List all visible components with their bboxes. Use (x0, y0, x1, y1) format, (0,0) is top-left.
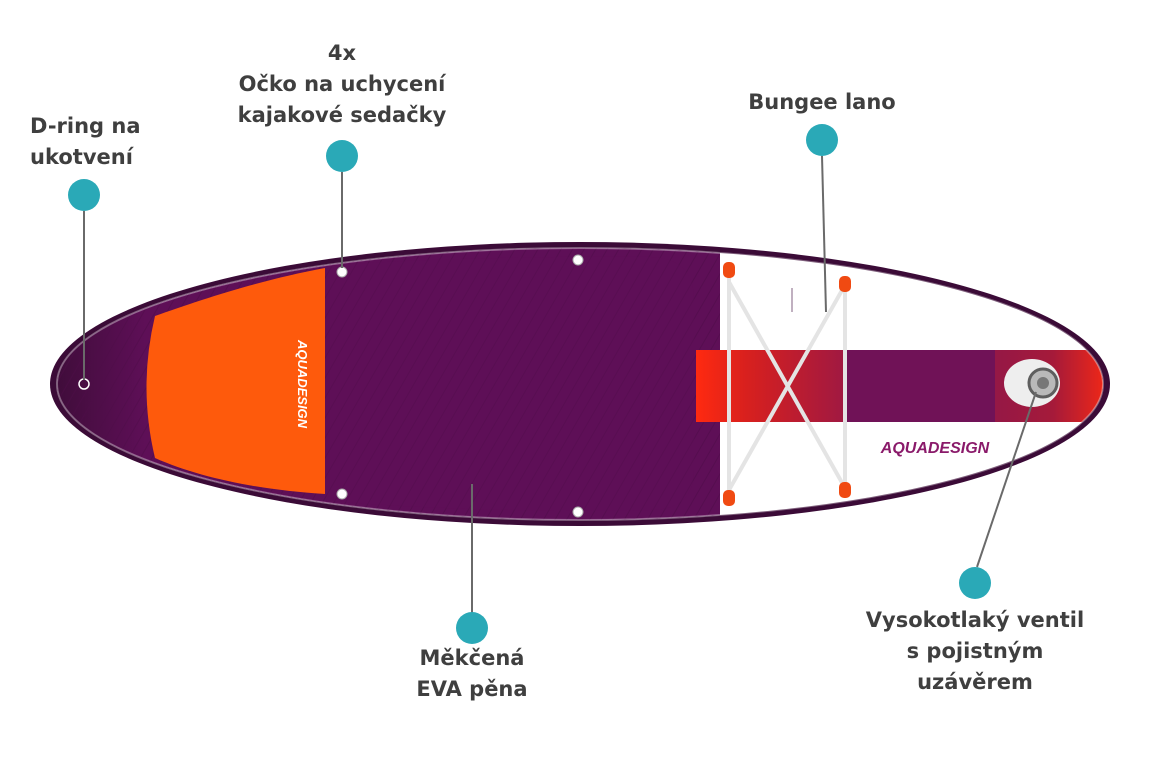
valve-marker-icon (959, 567, 991, 599)
kick-pad (146, 268, 325, 494)
leader-valve (976, 391, 1037, 568)
kayak-marker-icon (326, 140, 358, 172)
bungee-label: Bungee lano (748, 90, 896, 114)
eva-label: Měkčená EVA pěna (416, 646, 528, 701)
kayak-seat-rings (336, 254, 584, 518)
kayak-label: 4x Očko na uchycení kajakové sedačky (237, 41, 447, 127)
eva-marker-icon (456, 612, 488, 644)
brand-logo-deck: AQUADESIGN (880, 440, 990, 457)
dring-marker-icon (68, 179, 100, 211)
valve-label: Vysokotlaký ventil s pojistným uzávěrem (865, 608, 1085, 694)
bungee-cord (727, 272, 847, 497)
bungee-marker-icon (806, 124, 838, 156)
valve-icon (1004, 359, 1060, 407)
dring-label: D-ring na ukotvení (30, 114, 141, 169)
brand-logo-kickpad: AQUADESIGN (295, 339, 310, 429)
leader-bungee (821, 155, 827, 313)
